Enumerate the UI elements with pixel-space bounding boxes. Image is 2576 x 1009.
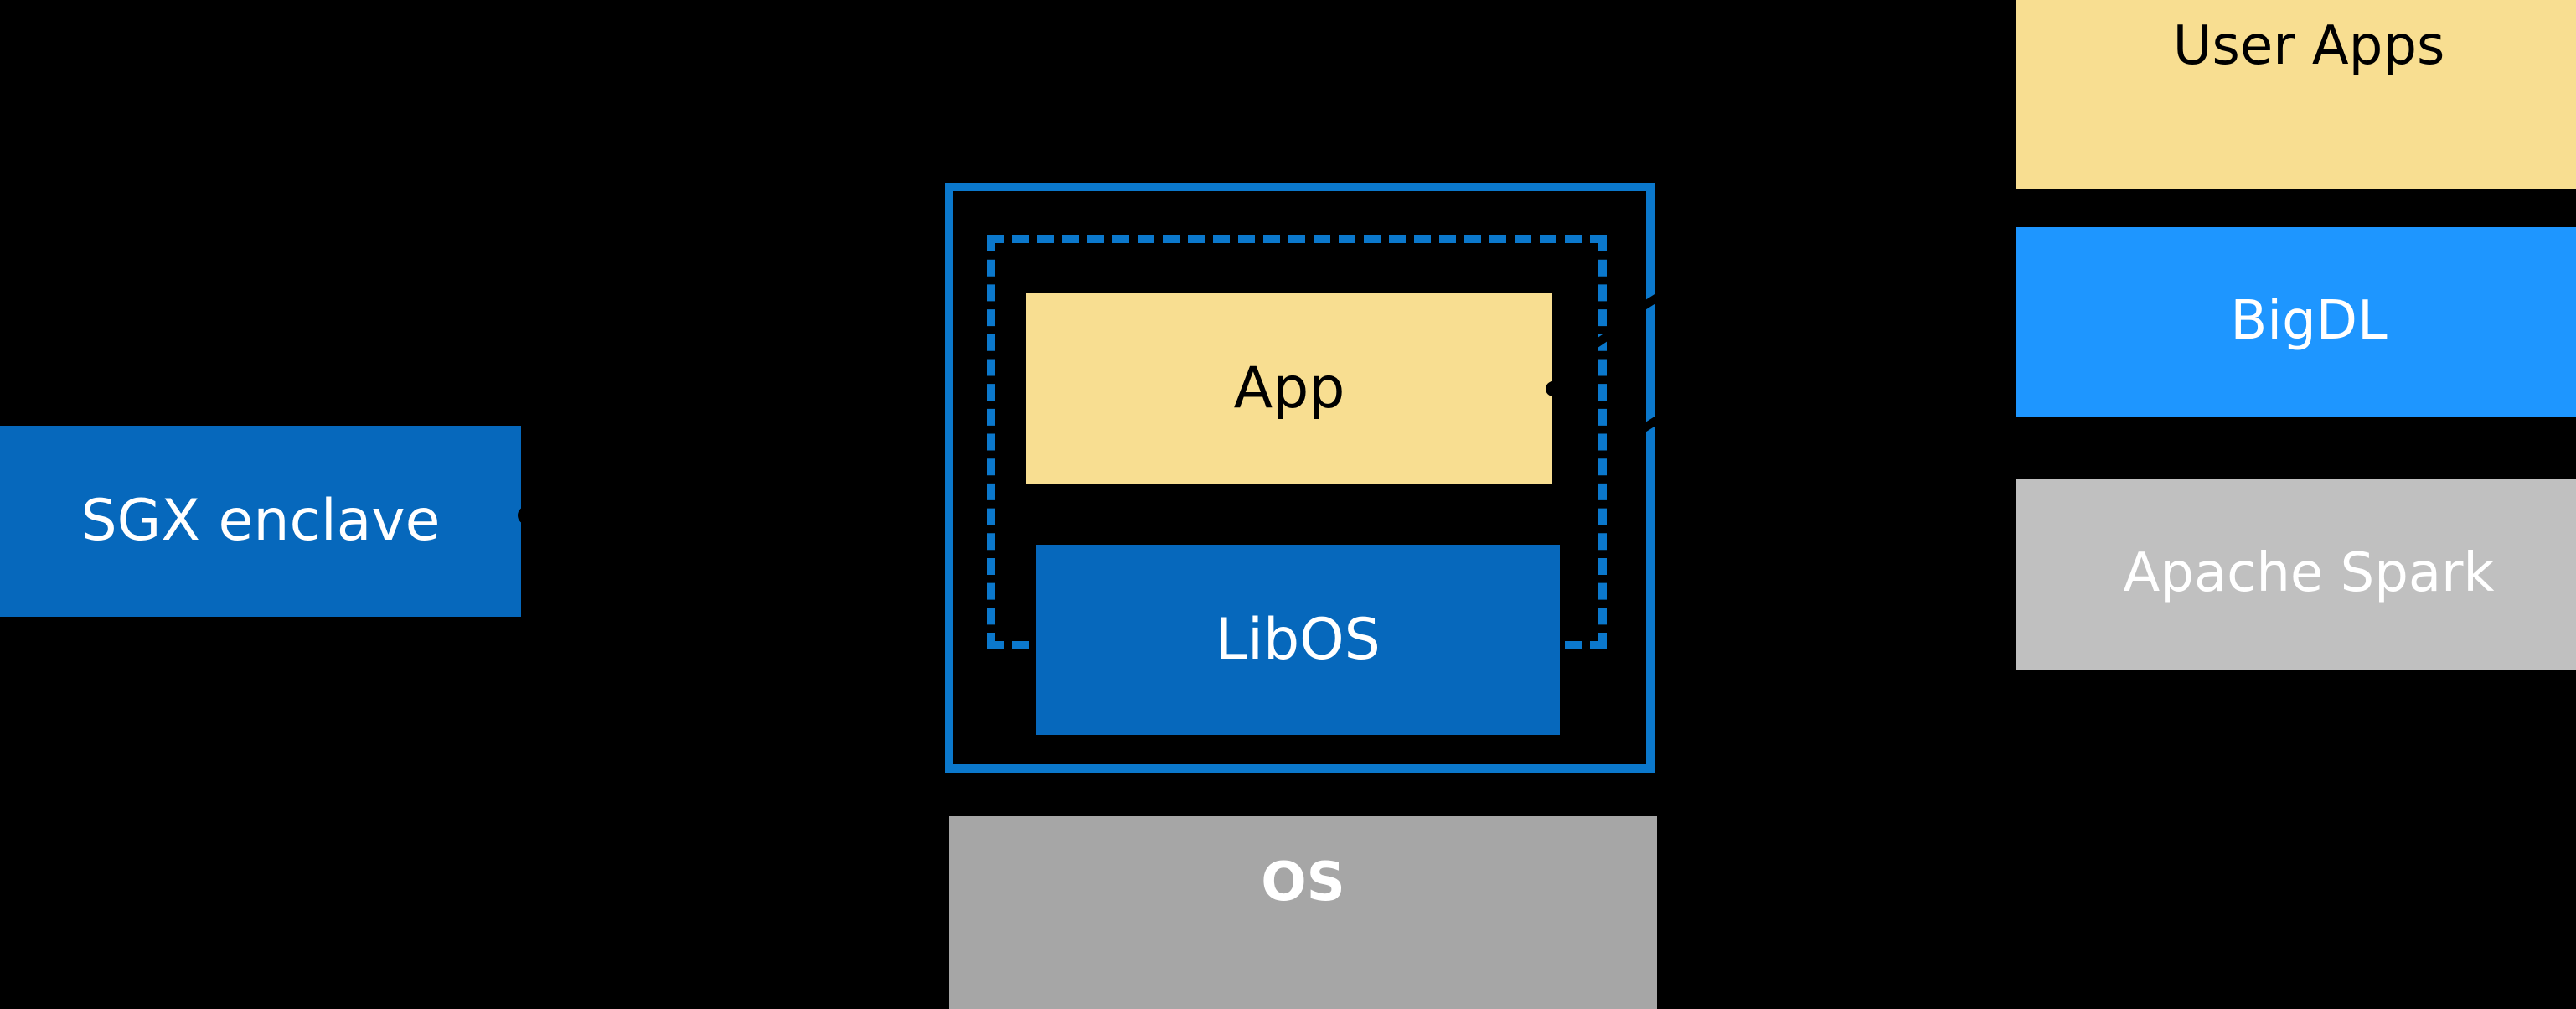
os-box[interactable]: OS: [949, 816, 1657, 1009]
bigdl-box[interactable]: BigDL: [2016, 227, 2576, 417]
libos-label: LibOS: [1216, 606, 1381, 673]
apache-spark-label: Apache Spark: [2123, 542, 2495, 605]
user-apps-box[interactable]: User Apps: [2016, 0, 2576, 189]
sgx-enclave-box[interactable]: SGX enclave: [0, 426, 521, 617]
app-box[interactable]: App: [1026, 293, 1552, 484]
app-label: App: [1233, 355, 1345, 422]
app-connector-arrowhead-icon: [1546, 381, 1561, 396]
user-apps-label: User Apps: [2172, 15, 2445, 77]
bigdl-label: BigDL: [2230, 290, 2388, 353]
enclave-outer-boundary: [945, 183, 1655, 773]
os-label: OS: [1261, 851, 1345, 913]
sgx-connector-arrowhead-icon: [518, 506, 536, 525]
apache-spark-box[interactable]: Apache Spark: [2016, 479, 2576, 670]
sgx-enclave-label: SGX enclave: [80, 488, 441, 555]
libos-box[interactable]: LibOS: [1036, 545, 1560, 735]
